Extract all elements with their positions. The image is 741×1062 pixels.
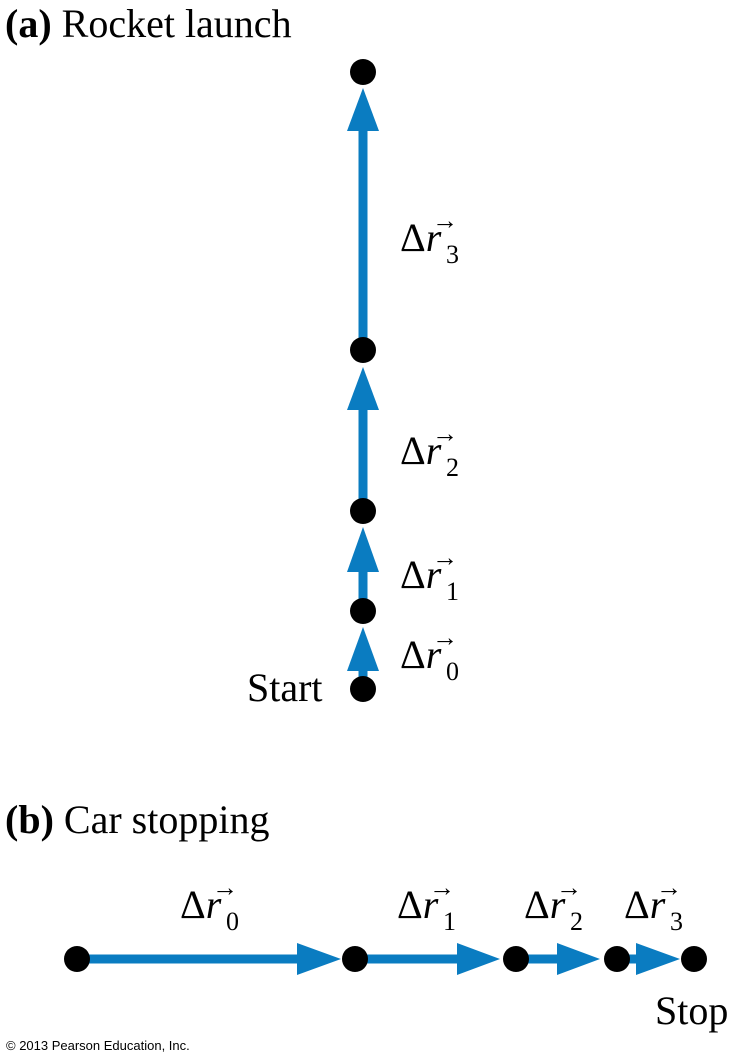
panel-a-dot-3 [350, 337, 376, 363]
svg-text:Δr: Δr [524, 882, 566, 927]
delta-symbol: Δ [400, 215, 426, 260]
svg-text:Δr: Δr [400, 215, 442, 260]
panel-b-label-0: Δr 0 → [180, 873, 239, 936]
panel-a-dot-2 [350, 498, 376, 524]
subscript-2: 2 [570, 907, 583, 936]
panel-a-arrow-3 [347, 88, 379, 350]
subscript-1: 1 [446, 577, 459, 606]
r-symbol: r [206, 882, 222, 927]
r-symbol: r [426, 552, 442, 597]
panel-b-dot-0 [64, 946, 90, 972]
panel-b-arrow-0 [77, 943, 341, 975]
r-symbol: r [650, 882, 666, 927]
r-symbol: r [426, 632, 442, 677]
panel-a-dot-1 [350, 598, 376, 624]
delta-symbol: Δ [624, 882, 650, 927]
panel-a-title-letter: (a) [5, 1, 52, 46]
stop-label: Stop [655, 988, 728, 1033]
subscript-0: 0 [226, 907, 239, 936]
panel-b-label-2: Δr 2 → [524, 873, 583, 936]
panel-b-label-1: Δr 1 → [397, 873, 456, 936]
subscript-2: 2 [446, 453, 459, 482]
panel-b-title: (b)Car stopping [5, 797, 269, 842]
panel-a-label-3: Δr 3 → [400, 206, 459, 269]
panel-a-arrow-2 [347, 367, 379, 511]
panel-b-label-3: Δr 3 → [624, 873, 683, 936]
panel-b-title-text: Car stopping [64, 797, 270, 842]
subscript-0: 0 [446, 657, 459, 686]
vector-arrow-icon: → [556, 873, 582, 902]
delta-symbol: Δ [400, 552, 426, 597]
panel-a-dots [350, 59, 376, 702]
vector-arrow-icon: → [432, 419, 458, 448]
r-symbol: r [426, 428, 442, 473]
r-symbol: r [550, 882, 566, 927]
panel-b-arrows [77, 943, 680, 975]
panel-a-label-2: Δr 2 → [400, 419, 459, 482]
panel-a-title: (a)Rocket launch [5, 1, 292, 46]
r-symbol: r [426, 215, 442, 260]
panel-b-dot-2 [503, 946, 529, 972]
svg-text:Δr: Δr [180, 882, 222, 927]
delta-symbol: Δ [524, 882, 550, 927]
svg-text:Δr: Δr [400, 632, 442, 677]
panel-b-dot-stop [681, 946, 707, 972]
subscript-1: 1 [443, 907, 456, 936]
panel-a-dot-start [350, 676, 376, 702]
vector-arrow-icon: → [432, 206, 458, 235]
svg-text:Δr: Δr [397, 882, 439, 927]
panel-b-arrow-1 [355, 943, 500, 975]
r-symbol: r [423, 882, 439, 927]
delta-symbol: Δ [397, 882, 423, 927]
panel-b-dot-1 [342, 946, 368, 972]
vector-arrow-icon: → [429, 873, 455, 902]
panel-b-title-letter: (b) [5, 797, 54, 842]
delta-symbol: Δ [400, 632, 426, 677]
copyright-notice: © 2013 Pearson Education, Inc. [6, 1038, 190, 1053]
panel-b-dots [64, 946, 707, 972]
panel-a-dot-4 [350, 59, 376, 85]
panel-a-label-0: Δr 0 → [400, 623, 459, 686]
subscript-3: 3 [670, 907, 683, 936]
panel-b-dot-3 [604, 946, 630, 972]
delta-symbol: Δ [180, 882, 206, 927]
vector-arrow-icon: → [432, 543, 458, 572]
start-label: Start [247, 665, 323, 710]
svg-text:Δr: Δr [400, 428, 442, 473]
subscript-3: 3 [446, 240, 459, 269]
vector-arrow-icon: → [656, 873, 682, 902]
panel-a-label-1: Δr 1 → [400, 543, 459, 606]
panel-a-title-text: Rocket launch [62, 1, 292, 46]
svg-text:Δr: Δr [624, 882, 666, 927]
delta-symbol: Δ [400, 428, 426, 473]
vector-arrow-icon: → [212, 873, 238, 902]
svg-text:Δr: Δr [400, 552, 442, 597]
vector-arrow-icon: → [432, 623, 458, 652]
